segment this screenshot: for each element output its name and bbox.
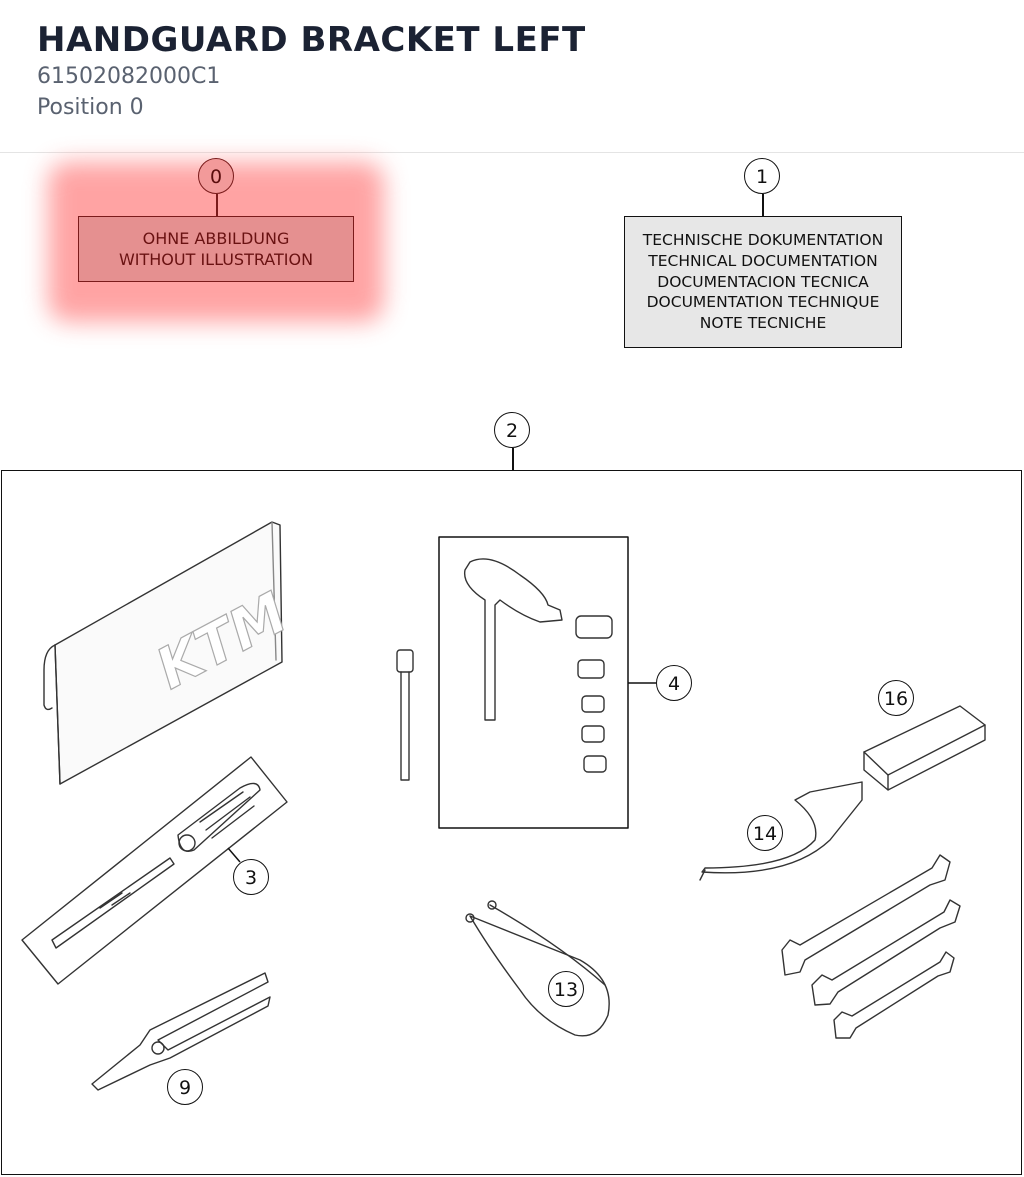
callout-1[interactable]: 1 bbox=[744, 158, 780, 194]
open-end-wrench-icons bbox=[781, 854, 961, 1039]
box0-line1: OHNE ABBILDUNG bbox=[142, 229, 290, 248]
leader-1 bbox=[762, 194, 764, 216]
callout-2[interactable]: 2 bbox=[494, 412, 530, 448]
steel-bar-icon bbox=[863, 705, 986, 791]
callout-9[interactable]: 9 bbox=[167, 1069, 203, 1105]
callout-0[interactable]: 0 bbox=[198, 158, 234, 194]
box1-line2: TECHNICAL DOCUMENTATION bbox=[648, 251, 878, 270]
page-title: HANDGUARD BRACKET LEFT bbox=[37, 20, 586, 60]
callout-3[interactable]: 3 bbox=[233, 859, 269, 895]
extension-bar-icon bbox=[396, 649, 414, 781]
box1-line4: DOCUMENTATION TECHNIQUE bbox=[646, 293, 880, 312]
leader-0 bbox=[216, 194, 218, 216]
tool-kit-frame bbox=[1, 470, 1022, 1175]
box1-line1: TECHNISCHE DOKUMENTATION bbox=[642, 231, 884, 250]
position-label: Position 0 bbox=[37, 95, 144, 120]
without-illustration-box[interactable]: OHNE ABBILDUNG WITHOUT ILLUSTRATION bbox=[78, 216, 354, 282]
callout-13[interactable]: 13 bbox=[548, 971, 584, 1007]
leader-2 bbox=[512, 448, 514, 470]
t-handle-set-icon bbox=[438, 536, 629, 829]
tool-bag-icon bbox=[43, 521, 283, 785]
box1-line3: DOCUMENTACION TECNICA bbox=[657, 272, 869, 291]
callout-16[interactable]: 16 bbox=[878, 680, 914, 716]
hook-wrench-icon bbox=[699, 781, 863, 881]
pliers-icon bbox=[91, 972, 271, 1091]
box0-line2: WITHOUT ILLUSTRATION bbox=[118, 250, 314, 269]
cable-icon bbox=[465, 900, 610, 1037]
box1-line5: NOTE TECNICHE bbox=[699, 314, 827, 333]
screwdriver-kit-icon bbox=[21, 756, 288, 985]
technical-documentation-box[interactable]: TECHNISCHE DOKUMENTATION TECHNICAL DOCUM… bbox=[624, 216, 902, 348]
part-number: 61502082000C1 bbox=[37, 64, 221, 89]
page-header: HANDGUARD BRACKET LEFT 61502082000C1 Pos… bbox=[0, 0, 1024, 153]
callout-14[interactable]: 14 bbox=[747, 815, 783, 851]
callout-4[interactable]: 4 bbox=[656, 665, 692, 701]
